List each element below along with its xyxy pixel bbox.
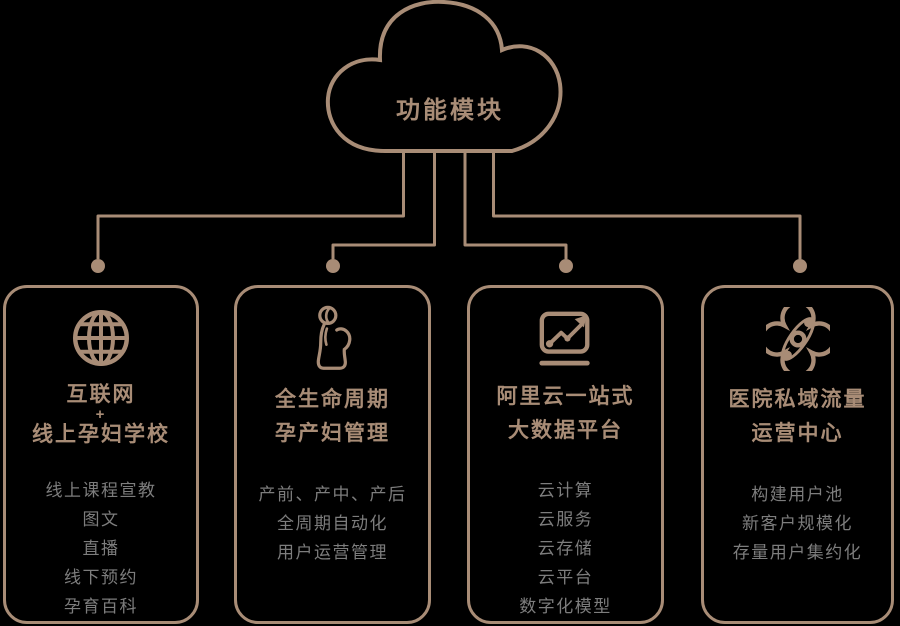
connector-line	[331, 151, 436, 259]
card-title: 阿里云一站式 大数据平台	[497, 380, 635, 448]
card-title: 医院私域流量 运营中心	[729, 382, 867, 452]
connector-dot	[326, 259, 340, 273]
card-title-line: 大数据平台	[508, 419, 623, 442]
list-item: 孕育百科	[64, 597, 138, 616]
list-item: 直播	[82, 539, 120, 558]
list-item: 线上课程宣教	[45, 481, 157, 500]
cloud-shape	[325, 0, 563, 153]
list-item: 产前、产中、产后	[258, 485, 407, 504]
card-title-line: 互联网	[66, 382, 136, 406]
list-item: 数字化模型	[519, 597, 612, 616]
card-maternity-management: 全生命周期 孕产妇管理 产前、产中、产后 全周期自动化 用户运营管理	[234, 285, 431, 624]
card-title-line: 全生命周期	[275, 388, 390, 411]
connector-dot	[91, 259, 105, 273]
card-internet-school: 互联网 + 线上孕妇学校 线上课程宣教 图文 直播 线下预约 孕育百科	[3, 285, 199, 624]
card-item-list: 构建用户池 新客户规模化 存量用户集约化	[733, 480, 863, 567]
connector-dot	[793, 259, 807, 273]
list-item: 构建用户池	[751, 485, 844, 504]
connector-line	[463, 151, 568, 259]
card-title: 互联网 + 线上孕妇学校	[32, 380, 170, 448]
cloud-title: 功能模块	[396, 97, 504, 124]
card-title: 全生命周期 孕产妇管理	[275, 382, 390, 452]
list-item: 云计算	[537, 481, 594, 500]
globe-icon	[69, 306, 133, 370]
atom-icon	[765, 306, 830, 372]
connector-dot	[559, 259, 573, 273]
card-title-line: 运营中心	[751, 422, 844, 445]
card-title-line: 医院私域流量	[728, 388, 867, 411]
list-item: 存量用户集约化	[732, 543, 863, 562]
pregnant-woman-icon	[314, 305, 352, 372]
list-item: 线下预约	[64, 568, 138, 587]
card-item-list: 线上课程宣教 图文 直播 线下预约 孕育百科	[46, 476, 157, 621]
list-item: 云存储	[537, 539, 594, 558]
list-item: 用户运营管理	[277, 543, 388, 562]
list-item: 云服务	[537, 510, 594, 529]
connector-line	[96, 151, 405, 259]
list-item: 图文	[82, 510, 120, 529]
card-private-traffic-center: 医院私域流量 运营中心 构建用户池 新客户规模化 存量用户集约化	[701, 285, 894, 624]
list-item: 新客户规模化	[742, 514, 853, 533]
card-item-list: 云计算 云服务 云存储 云平台 数字化模型	[519, 476, 612, 621]
connector-line	[492, 151, 802, 259]
card-item-list: 产前、产中、产后 全周期自动化 用户运营管理	[259, 480, 407, 567]
card-title-line: +	[95, 405, 107, 423]
card-title-line: 孕产妇管理	[275, 422, 390, 445]
chart-icon	[537, 306, 595, 370]
card-title-line: 阿里云一站式	[496, 385, 635, 408]
card-title-line: 线上孕妇学校	[32, 422, 170, 446]
card-bigdata-platform: 阿里云一站式 大数据平台 云计算 云服务 云存储 云平台 数字化模型	[467, 285, 664, 624]
list-item: 云平台	[537, 568, 594, 587]
list-item: 全周期自动化	[277, 514, 388, 533]
